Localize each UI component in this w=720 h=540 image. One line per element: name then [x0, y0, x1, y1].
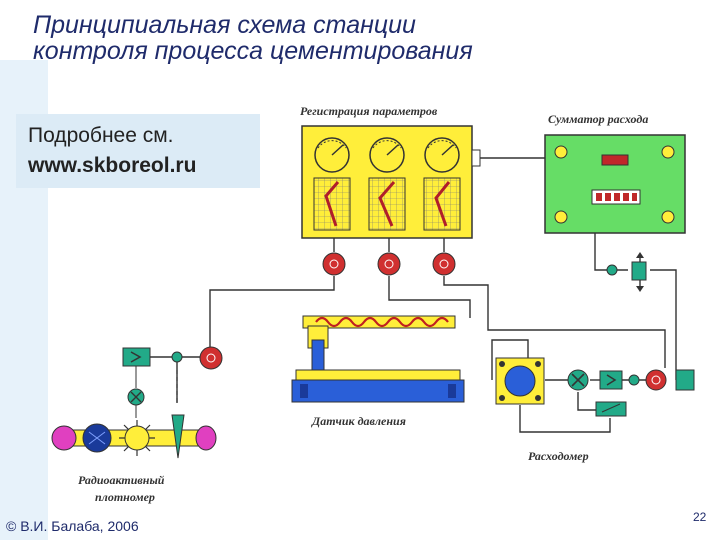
summator-display: [601, 154, 629, 166]
pressure-sensor: [291, 315, 465, 403]
summator-valve: [606, 252, 647, 292]
registration-panel: [301, 125, 481, 239]
label-pressure-sensor: Датчик давления: [311, 414, 406, 428]
converter-density: [199, 346, 223, 370]
recorder-gauge-3: [424, 137, 460, 173]
flowmeter: [495, 357, 695, 417]
label-flow-summator: Сумматор расхода: [548, 112, 648, 126]
recorder-chart-1: [313, 177, 351, 231]
converter-3: [432, 252, 456, 276]
recorder-chart-2: [368, 177, 406, 231]
page-number: 22: [693, 510, 707, 524]
title-line-2: контроля процесса цементирования: [33, 37, 473, 65]
callout-line-1: Подробнее см.: [28, 124, 174, 147]
label-densitometer-line-2: плотномер: [95, 490, 155, 504]
panel-connector: [471, 149, 481, 167]
radioactive-densitometer: [51, 347, 217, 459]
label-registration: Регистрация параметров: [300, 104, 438, 118]
info-callout: Подробнее см. www.skboreol.ru: [16, 114, 260, 188]
recorder-chart-3: [423, 177, 461, 231]
converter-flow: [645, 369, 667, 391]
flow-summator-panel: [544, 134, 686, 234]
page-title: Принципиальная схема станции контроля пр…: [33, 12, 473, 64]
copyright-footer: © В.И. Балаба, 2006: [6, 518, 139, 534]
label-flowmeter: Расходомер: [528, 449, 589, 463]
title-line-1: Принципиальная схема станции: [33, 11, 416, 39]
recorder-gauge-1: [314, 137, 350, 173]
recorder-gauge-2: [369, 137, 405, 173]
callout-website-link[interactable]: www.skboreol.ru: [28, 154, 197, 177]
converter-2: [377, 252, 401, 276]
label-densitometer-line-1: Радиоактивный: [78, 473, 165, 487]
converter-1: [322, 252, 346, 276]
